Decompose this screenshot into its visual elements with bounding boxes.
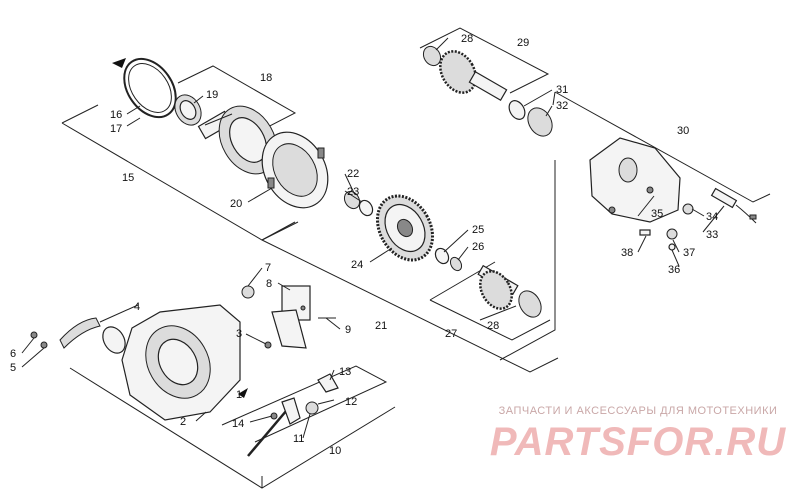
callout-1: 1 [236, 389, 242, 401]
gear-pack-part-24 [375, 194, 435, 262]
callout-9: 9 [345, 324, 351, 336]
callout-32: 32 [556, 100, 568, 112]
output-shaft-part-29 [422, 45, 508, 102]
washer-part-25-26 [434, 247, 463, 272]
callout-5: 5 [10, 362, 16, 374]
arrow-marker-icon [238, 388, 248, 398]
leader-lines [21, 37, 725, 439]
callout-20: 20 [230, 198, 242, 210]
bearing-part-19 [174, 94, 202, 126]
callout-7: 7 [265, 262, 271, 274]
callout-4: 4 [134, 301, 140, 313]
callout-28-top: 28 [461, 33, 473, 45]
shift-actuator-part-3-9 [241, 285, 336, 349]
callout-2: 2 [180, 416, 186, 428]
callout-31: 31 [556, 84, 568, 96]
seal-and-strap-part-4-6 [30, 317, 126, 354]
callout-12: 12 [345, 396, 357, 408]
callout-labels: 1 2 3 4 5 6 7 8 9 10 11 12 13 14 15 16 1… [10, 33, 718, 457]
countershaft-part-27 [477, 264, 542, 318]
watermark-brand-logo: PARTSFOR.RU [489, 420, 787, 464]
callout-28-bottom: 28 [487, 320, 499, 332]
shift-fork-part-10-14 [247, 373, 339, 457]
callout-6: 6 [10, 348, 16, 360]
sensor-switch-part-33-34 [682, 187, 757, 224]
callout-25: 25 [472, 224, 484, 236]
callout-23: 23 [347, 186, 359, 198]
callout-13: 13 [339, 366, 351, 378]
callout-18: 18 [260, 72, 272, 84]
callout-24: 24 [351, 259, 363, 271]
callout-34: 34 [706, 211, 718, 223]
crankcase-housing-part-1 [121, 304, 248, 421]
circlip-ring-part [112, 57, 177, 119]
watermark-tagline: ЗАПЧАСТИ И АКСЕССУАРЫ ДЛЯ МОТОТЕХНИКИ [498, 405, 778, 417]
group-bracket-lines [61, 27, 771, 489]
callout-36: 36 [668, 264, 680, 276]
callout-14: 14 [232, 418, 244, 430]
side-cover-part-30 [589, 137, 681, 223]
callout-26: 26 [472, 241, 484, 253]
callout-37: 37 [683, 247, 695, 259]
callout-27: 27 [445, 328, 457, 340]
bearing-part-31-32 [508, 100, 553, 137]
callout-21: 21 [375, 320, 387, 332]
callout-3: 3 [236, 328, 242, 340]
clutch-housing-part-20 [261, 131, 329, 209]
callout-33: 33 [706, 229, 718, 241]
callout-35: 35 [651, 208, 663, 220]
callout-17: 17 [110, 123, 122, 135]
callout-11: 11 [293, 433, 304, 445]
arrow-marker-icon [112, 58, 126, 68]
callout-29: 29 [517, 37, 529, 49]
small-bolts-part-36-38 [639, 228, 678, 251]
callout-16: 16 [110, 109, 122, 121]
callout-8: 8 [266, 278, 272, 290]
callout-19: 19 [206, 89, 218, 101]
callout-10: 10 [329, 445, 341, 457]
callout-15: 15 [122, 172, 134, 184]
callout-38: 38 [621, 247, 633, 259]
callout-22: 22 [347, 168, 359, 180]
callout-30: 30 [677, 125, 689, 137]
